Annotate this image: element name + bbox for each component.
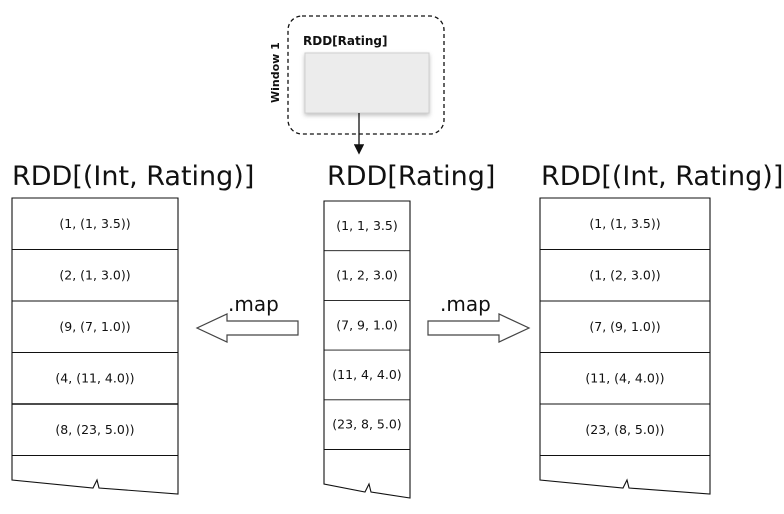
right-rdd-title: RDD[(Int, Rating)] (541, 161, 783, 192)
center-row-cell: (1, 2, 3.0) (336, 268, 397, 283)
right-row-cell: (1, (2, 3.0)) (589, 267, 660, 282)
left-rdd-column: (1, (1, 3.5)) (2, (1, 3.0)) (9, (7, 1.0)) (… (11, 197, 179, 495)
center-row-cell: (7, 9, 1.0) (336, 317, 397, 332)
left-row-cell: (8, (23, 5.0)) (55, 422, 134, 437)
left-map-label: .map (228, 292, 279, 316)
center-rdd-outline (323, 200, 411, 499)
left-row-cell: (4, (11, 4.0)) (55, 370, 134, 385)
left-map-arrow: .map (195, 292, 299, 343)
left-row-cell: (2, (1, 3.0)) (59, 267, 130, 282)
right-map-label: .map (440, 292, 491, 316)
right-row-cell: (11, (4, 4.0)) (585, 370, 664, 385)
window-border (287, 15, 445, 135)
right-row-cell: (7, (9, 1.0)) (589, 319, 660, 334)
left-rdd-outline (11, 197, 179, 495)
center-row-cell: (1, 1, 3.5) (336, 218, 397, 233)
right-row-cell: (23, (8, 5.0)) (585, 422, 664, 437)
center-row-cell: (11, 4, 4.0) (332, 367, 401, 382)
window-rdd-box (304, 52, 430, 114)
right-row-cell: (1, (1, 3.5)) (589, 216, 660, 231)
left-arrow-shape (195, 313, 299, 343)
center-row-cell: (23, 8, 5.0) (332, 417, 401, 432)
window-rdd-title: RDD[Rating] (303, 34, 387, 48)
right-rdd-column: (1, (1, 3.5)) (1, (2, 3.0)) (7, (9, 1.0)) (… (539, 197, 711, 495)
right-rdd-outline (539, 197, 711, 495)
center-rdd-title: RDD[Rating] (327, 161, 495, 192)
left-row-cell: (9, (7, 1.0)) (59, 319, 130, 334)
window-label: Window 1 (269, 42, 282, 103)
left-rdd-title: RDD[(Int, Rating)] (12, 161, 254, 192)
left-row-cell: (1, (1, 3.5)) (59, 216, 130, 231)
center-rdd-column: (1, 1, 3.5) (1, 2, 3.0) (7, 9, 1.0) (11, 4,… (323, 200, 411, 499)
right-map-arrow: .map (427, 292, 531, 343)
window-group: RDD[Rating] Window 1 (269, 15, 445, 155)
right-arrow-shape (427, 313, 531, 343)
